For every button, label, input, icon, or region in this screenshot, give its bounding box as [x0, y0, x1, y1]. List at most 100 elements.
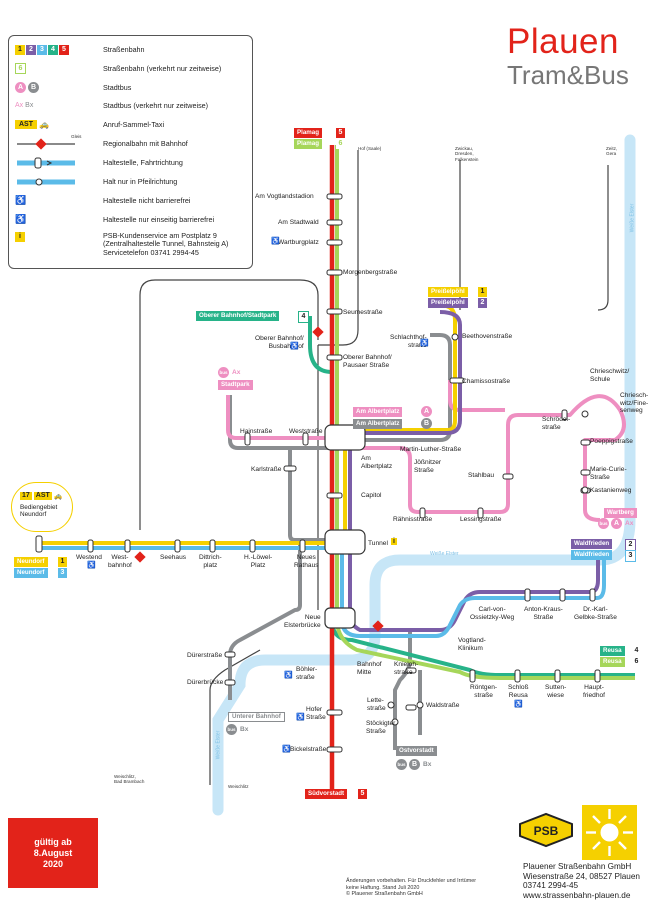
terminal-num: 4 — [298, 311, 309, 323]
stop-markers — [35, 193, 601, 753]
bus-icon: bus — [598, 518, 609, 529]
company-address: Wiesenstraße 24, 08527 Plauen — [523, 871, 640, 881]
legend-row-bus: A B Stadtbus — [15, 80, 131, 95]
legend-label: Straßenbahn (verkehrt nur zeitweise) — [103, 64, 222, 73]
terminal-wartberg: Wartberg — [604, 508, 637, 518]
legend-label: Straßenbahn — [103, 45, 145, 54]
river-branch — [545, 160, 600, 330]
terminal-plamag-6: Plamag — [294, 139, 323, 149]
psb-logo: PSB — [519, 812, 573, 848]
stop-stadtwald: Am Stadtwald — [278, 219, 319, 226]
stop-weststrasse: Weststraße — [289, 428, 323, 435]
terminal-preisselpoehl-1: Preißelpöhl — [428, 287, 468, 297]
stop-schlachthofstrasse: Schlachthof- straße — [390, 334, 427, 349]
stop-duererbruecke: Dürerbrücke — [187, 679, 224, 686]
no-wheelchair-icon: ♿ — [271, 238, 280, 245]
terminal-albertplatz-b: Am Albertplatz — [353, 419, 403, 429]
terminal-num: B — [421, 418, 432, 429]
company-website[interactable]: www.strassenbahn-plauen.de — [523, 890, 631, 900]
stop-stoeckigter-strasse: Stöckigter Straße — [366, 720, 396, 735]
brand-tram-bus: Tram&Bus — [507, 60, 629, 90]
terminal-num: 6 — [632, 657, 641, 667]
stop-chamissostrasse: Chamissostraße — [462, 378, 511, 385]
terminal-stadtpark: Stadtpark — [218, 380, 253, 390]
legend-label: Haltestelle nicht barrierefrei — [103, 196, 191, 205]
stop-hauptfriedhof: Haupt- friedhof — [583, 684, 605, 699]
tram-line-4 — [308, 316, 635, 677]
rail-stations — [134, 326, 384, 632]
terminal-waldfrieden-2: Waldfrieden — [571, 539, 613, 549]
bus-icon: bus — [226, 724, 237, 735]
legend-label: Anruf-Sammel-Taxi — [103, 120, 165, 129]
validity-text: gültig ab 8.August 2020 — [33, 836, 73, 869]
bus-icon: bus — [218, 367, 229, 378]
stop-ossietzky-weg: Carl-von- Ossietzky-Weg — [470, 606, 515, 621]
stop-roentgenstrasse: Röntgen- straße — [470, 684, 498, 699]
info-icon: i — [391, 538, 397, 545]
rail-symbol-icon — [17, 137, 75, 150]
stop-vogtland-klinikum: Vogtland- Klinikum — [458, 637, 486, 652]
stop-westbahnhof: West- bahnhof — [108, 554, 132, 569]
river-north — [530, 300, 555, 340]
stop-martin-luther: Martin-Luther-Straße — [400, 446, 462, 453]
river-label: Weiße Elster — [430, 551, 459, 557]
stop-oberer-busbahnhof: Oberer Bahnhof/ Busbahnhof — [255, 335, 304, 350]
terminal-num: Bx — [240, 726, 249, 733]
legend-row-tram: 1 2 3 4 5 Straßenbahn — [15, 42, 145, 57]
stop-anton-kraus: Anton-Kraus- Straße — [524, 606, 563, 621]
stop-wartburgplatz: Wartburgplatz — [278, 239, 319, 246]
disclaimer: Änderungen vorbehalten. Für Druckfehler … — [346, 878, 477, 898]
terminal-reusa-4: Reusa — [600, 646, 625, 656]
company-phone: 03741 2994-45 — [523, 881, 579, 891]
stop-raehnisstrasse: Rähnisstraße — [393, 516, 433, 523]
legend-row-bus-partial: Ax Bx Stadtbus (verkehrt nur zeitweise) — [15, 98, 208, 113]
taxi-icon: 🚕 — [39, 120, 49, 129]
terminal-oberer-bahnhof: Oberer Bahnhof/Stadtpark — [196, 311, 280, 321]
stop-poeppigstrasse: Poeppigstraße — [590, 438, 633, 445]
chip-bus-a: A — [15, 82, 26, 93]
chip-line-1: 1 — [15, 44, 25, 55]
taxi-icon: 🚕 — [53, 493, 63, 500]
legend-row-ast: AST 🚕 Anruf-Sammel-Taxi — [15, 117, 164, 132]
legend-row-one-side-accessible: ♿ Haltestelle nur einseitig barrierefrei — [15, 212, 214, 227]
chip-line-6: 6 — [15, 63, 26, 74]
terminal-num: B — [409, 759, 420, 770]
terminal-neundorf-3: Neundorf — [14, 568, 48, 578]
terminal-num: Ax — [232, 369, 241, 376]
stop-schroedelstrasse: Schrödel- straße — [542, 416, 571, 431]
legend-label: Halt nur in Pfeilrichtung — [103, 177, 178, 186]
legend-label: Stadtbus — [103, 83, 132, 92]
tram-line-6 — [335, 145, 635, 680]
terminal-unterer-bahnhof: Unterer Bahnhof — [228, 712, 285, 722]
stop-waldstrasse: Waldstraße — [426, 702, 460, 709]
river-label: Weiße Elster — [629, 203, 636, 233]
sun-logo — [582, 805, 637, 860]
rail-note-hof: Hof (Saale) — [358, 146, 382, 151]
stop-seehaus: Seehaus — [160, 554, 187, 561]
legend-gleis: Gleis — [71, 134, 82, 139]
info-icon: i — [15, 232, 25, 242]
oneway-symbol-icon — [17, 178, 75, 185]
terminal-num: 1 — [478, 287, 487, 297]
no-wheelchair-icon: ♿ — [296, 714, 305, 721]
no-wheelchair-icon: ♿ — [284, 672, 293, 679]
stop-gelbke-strasse: Dr.-Karl- Gelbke-Straße — [574, 606, 617, 621]
stop-oberer-pausaer: Oberer Bahnhof/ Pausaer Straße — [343, 354, 392, 369]
terminal-num: 4 — [632, 646, 641, 656]
no-wheelchair-icon: ♿ — [290, 343, 299, 350]
interchange-tunnel — [324, 529, 366, 555]
stop-boehlerstrasse: Böhler- straße — [296, 666, 318, 681]
no-wheelchair-icon: ♿ — [282, 746, 291, 753]
chip-bus-bx: Bx — [25, 102, 34, 109]
stop-neue-elsterbruecke: Neue Elsterbrücke — [284, 614, 321, 629]
terminal-neundorf-1: Neundorf — [14, 557, 48, 567]
ast-line-num: 17 — [20, 492, 32, 500]
no-wheelchair-icon: ♿ — [87, 562, 96, 569]
rail-note-weischlitz: Weischlitz, Bad Brambach — [114, 774, 145, 785]
no-wheelchair-icon: ♿ — [420, 340, 429, 347]
terminal-num: A — [421, 406, 432, 417]
stop-tunnel: Tunnel — [368, 540, 388, 547]
stop-seumestrasse: Seumestraße — [343, 309, 383, 316]
chip-line-2: 2 — [26, 44, 36, 55]
